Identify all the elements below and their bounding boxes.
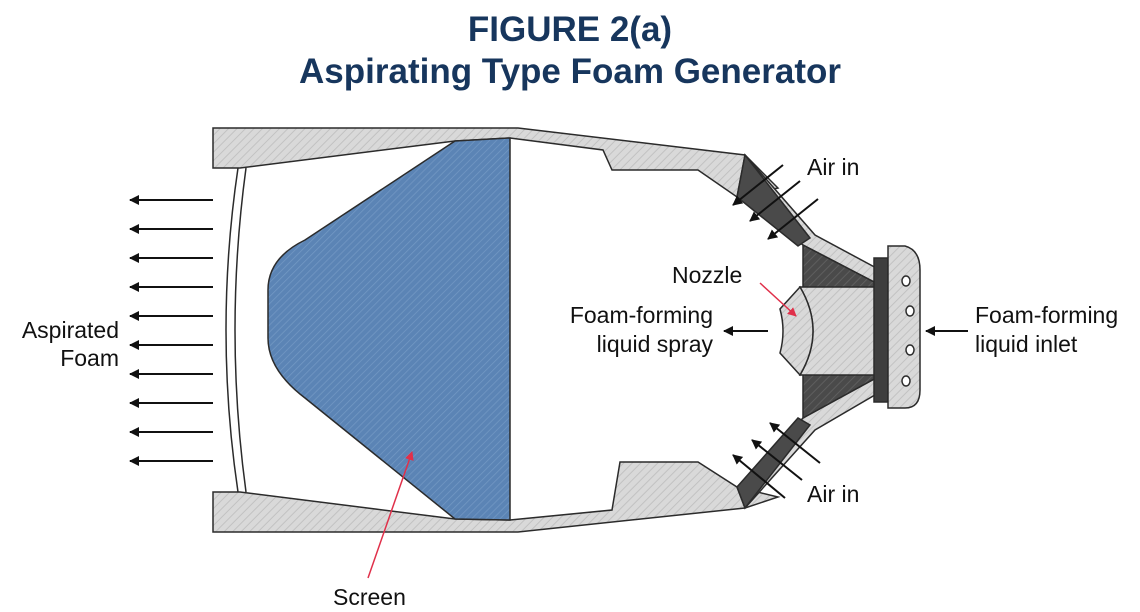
label-spray-line2: liquid spray xyxy=(597,331,714,357)
nozzle-pointer xyxy=(759,282,797,317)
air-in-arrows-bottom xyxy=(732,422,821,499)
label-aspirated-line1: Aspirated xyxy=(22,317,119,343)
outlet-mouth xyxy=(225,167,247,493)
label-inlet-line2: liquid inlet xyxy=(975,331,1078,357)
label-air-in-top: Air in xyxy=(807,154,859,180)
screen-pointer xyxy=(367,451,414,579)
screen xyxy=(267,137,511,521)
label-inlet-line1: Foam-forming xyxy=(975,302,1118,328)
air-in-arrows-top xyxy=(732,164,819,240)
label-spray-line1: Foam-forming xyxy=(570,302,713,328)
label-aspirated-line2: Foam xyxy=(60,345,119,371)
lower-air-slots xyxy=(736,417,812,510)
flange xyxy=(887,245,921,409)
figure-title: FIGURE 2(a) xyxy=(467,10,673,49)
aspirated-foam-arrows xyxy=(129,195,213,466)
label-screen: Screen xyxy=(333,584,406,610)
flange-bolt-holes xyxy=(901,275,915,387)
figure-subtitle: Aspirating Type Foam Generator xyxy=(299,52,841,91)
flange-dark xyxy=(873,257,889,403)
label-air-in-bottom: Air in xyxy=(807,481,859,507)
label-nozzle: Nozzle xyxy=(672,262,742,288)
upper-air-slots xyxy=(736,153,812,247)
